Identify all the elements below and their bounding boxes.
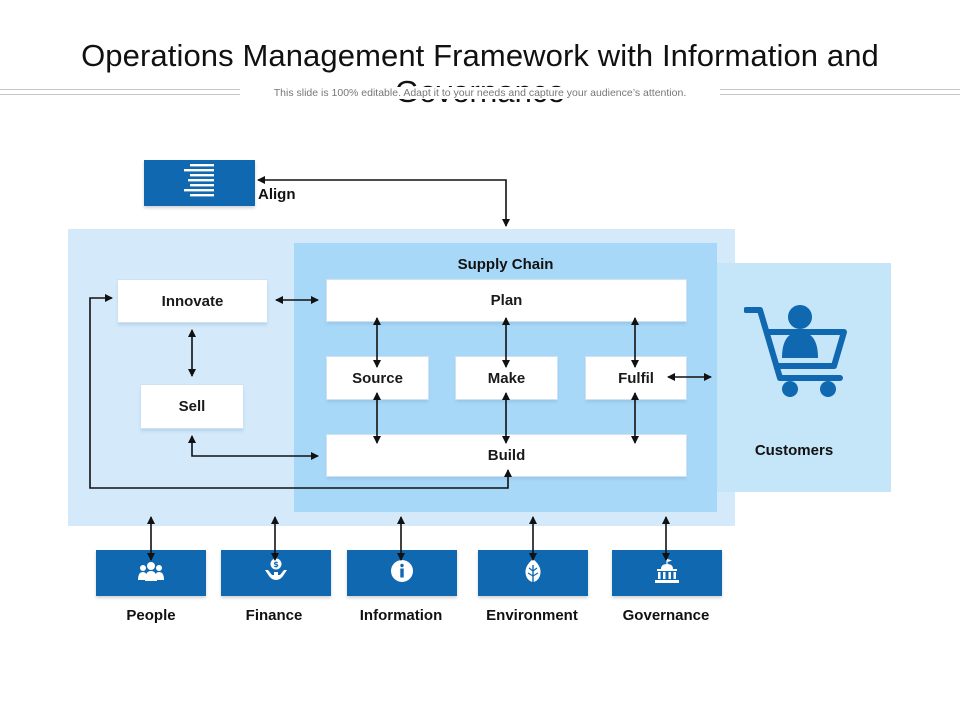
governance-label: Governance [622,607,710,624]
information-label: Information [359,607,443,624]
info-icon [390,559,414,588]
build-innovate-loop [89,294,512,489]
shopping-cart-user-icon [743,298,848,400]
align-connector [257,176,510,227]
page-subtitle: This slide is 100% editable. Adapt it to… [240,87,720,99]
leaf-icon [522,558,544,589]
government-building-icon [654,558,680,589]
sell-build-arrow [188,435,319,460]
people-label: People [126,607,176,624]
list-lines-icon [180,162,220,205]
environment-label: Environment [486,607,578,624]
svg-text:$: $ [273,560,279,569]
finance-label: Finance [245,607,303,624]
customers-label: Customers [754,442,834,459]
people-group-icon [138,560,164,587]
align-tile[interactable] [144,160,255,206]
supply-chain-title: Supply Chain [457,256,554,273]
